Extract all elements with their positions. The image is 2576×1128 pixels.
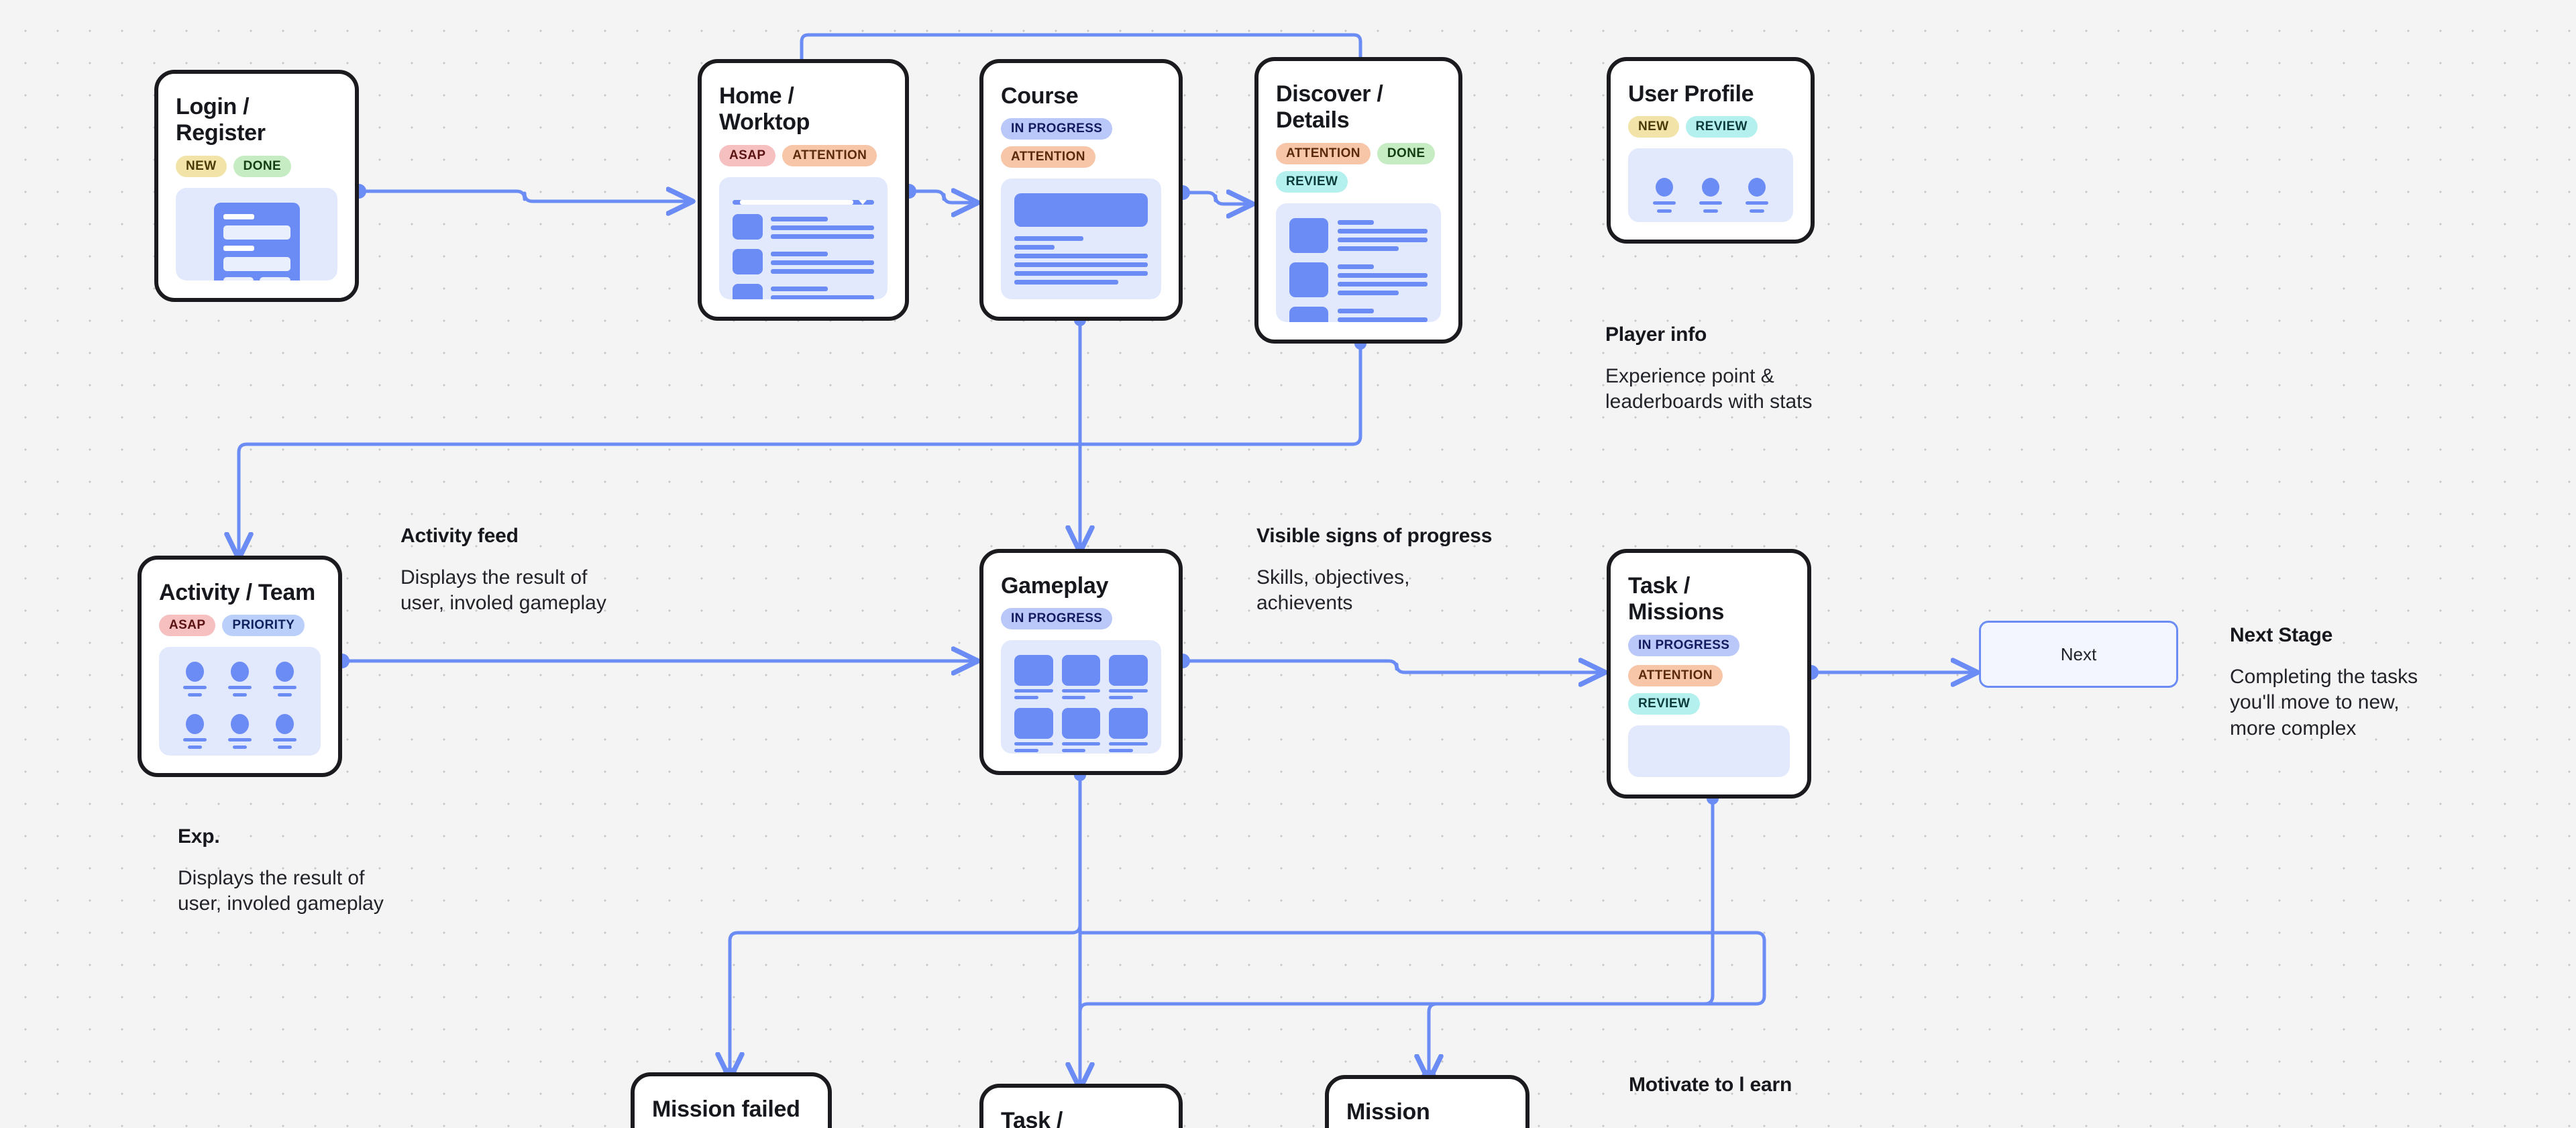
avatar <box>262 714 307 750</box>
avatar <box>217 662 262 697</box>
wireframe-preview-course <box>1001 178 1161 299</box>
avatar <box>1699 178 1722 213</box>
wireframe-preview-profile <box>1628 148 1793 222</box>
card-title: Activity / Team <box>159 580 315 605</box>
badge-new[interactable]: NEW <box>1628 116 1679 138</box>
badge-new[interactable]: NEW <box>176 155 227 177</box>
card-task-missions[interactable]: Task / Missions IN PROGRESS ATTENTION RE… <box>1607 549 1811 799</box>
annotation-body: Displays the result of user, involed gam… <box>400 566 606 615</box>
badge-asap[interactable]: ASAP <box>159 615 216 637</box>
avatar <box>1653 178 1676 213</box>
card-mission-failed[interactable]: Mission failed <box>631 1072 832 1128</box>
card-title: Task / Missions <box>1628 573 1725 625</box>
badge-review[interactable]: REVIEW <box>1628 693 1701 715</box>
annotation-title: Exp. <box>178 825 220 848</box>
annotation-visible-progress: Visible signs of progress Skills, object… <box>1256 525 1632 617</box>
annotation-activity-feed: Activity feed Displays the result of use… <box>400 525 749 617</box>
annotation-title: Player info <box>1605 323 1707 346</box>
wireframe-preview-tasks <box>1628 725 1790 777</box>
badge-group: IN PROGRESS ATTENTION <box>1001 118 1161 168</box>
card-title: Home / Worktop <box>719 83 810 136</box>
badge-in-progress[interactable]: IN PROGRESS <box>1628 634 1740 656</box>
card-title: Login / Register <box>176 94 266 146</box>
badge-group: ASAP ATTENTION <box>719 144 888 166</box>
card-course[interactable]: Course IN PROGRESS ATTENTION <box>979 59 1183 321</box>
badge-group: IN PROGRESS <box>1001 608 1161 630</box>
annotation-body: Skills, objectives, achievents <box>1256 566 1410 615</box>
wireframe-preview-login <box>176 187 337 280</box>
card-mission-complete[interactable]: Mission complete <box>1325 1075 1529 1128</box>
avatar <box>217 714 262 750</box>
select-glyph <box>733 199 874 205</box>
badge-group: NEW DONE <box>176 155 337 177</box>
wireframe-preview-activity <box>159 647 321 756</box>
card-gameplay[interactable]: Gameplay IN PROGRESS <box>979 549 1183 775</box>
wireframe-preview-discover <box>1276 203 1441 322</box>
avatar <box>1745 178 1768 213</box>
wireframe-preview-gameplay <box>1001 640 1161 754</box>
badge-group: ASAP PRIORITY <box>159 615 321 637</box>
badge-review[interactable]: REVIEW <box>1276 170 1348 193</box>
card-activity-team[interactable]: Activity / Team ASAP PRIORITY <box>138 556 342 777</box>
annotation-body: Completing the tasks you'll move to new,… <box>2230 666 2418 739</box>
annotation-body: Experience point & leaderboards with sta… <box>1605 365 1813 413</box>
annotation-body: Displays the result of user, involed gam… <box>178 867 384 915</box>
card-user-profile[interactable]: User Profile NEW REVIEW <box>1607 57 1815 244</box>
badge-attention[interactable]: ATTENTION <box>1001 146 1095 168</box>
badge-attention[interactable]: ATTENTION <box>782 144 877 166</box>
badge-asap[interactable]: ASAP <box>719 144 776 166</box>
next-box-label: Next <box>2060 644 2097 664</box>
badge-group: IN PROGRESS <box>1628 634 1790 656</box>
login-form-glyph <box>213 202 300 280</box>
annotation-motivate: Motivate to l earn <box>1629 1074 2031 1096</box>
avatar <box>172 714 217 750</box>
badge-group: ATTENTION DONE REVIEW <box>1276 142 1441 193</box>
card-title: Course <box>1001 83 1079 109</box>
badge-in-progress[interactable]: IN PROGRESS <box>1001 118 1113 140</box>
annotation-exp: Exp. Displays the result of user, invole… <box>178 825 527 917</box>
card-title: Task / Missions <box>1001 1108 1063 1128</box>
card-title: Mission complete <box>1346 1099 1445 1128</box>
next-stage-box[interactable]: Next <box>1979 621 2178 688</box>
badge-attention[interactable]: ATTENTION <box>1276 142 1371 164</box>
card-login-register[interactable]: Login / Register NEW DONE <box>154 70 359 302</box>
card-task-missions-bottom[interactable]: Task / Missions <box>979 1084 1183 1128</box>
badge-attention[interactable]: ATTENTION <box>1628 664 1723 686</box>
annotation-next-stage: Next Stage Completing the tasks you'll m… <box>2230 624 2565 741</box>
card-home-worktop[interactable]: Home / Worktop ASAP ATTENTION <box>698 59 909 321</box>
card-title: Mission failed <box>652 1096 800 1122</box>
annotation-title: Visible signs of progress <box>1256 525 1493 547</box>
wireframe-preview-home <box>719 176 888 299</box>
card-discover-details[interactable]: Discover / Details ATTENTION DONE REVIEW <box>1254 57 1462 344</box>
badge-done[interactable]: DONE <box>1377 142 1436 164</box>
avatar <box>172 662 217 697</box>
badge-review[interactable]: REVIEW <box>1685 116 1758 138</box>
avatar <box>262 662 307 697</box>
badge-done[interactable]: DONE <box>233 155 292 177</box>
card-title: User Profile <box>1628 81 1754 107</box>
annotation-title: Activity feed <box>400 525 519 547</box>
badge-group-secondary: ATTENTION REVIEW <box>1628 664 1790 715</box>
annotation-title: Motivate to l earn <box>1629 1074 1792 1096</box>
card-title: Gameplay <box>1001 573 1109 599</box>
annotation-title: Next Stage <box>2230 624 2333 646</box>
badge-group: NEW REVIEW <box>1628 116 1793 138</box>
chevron-down-icon <box>859 199 867 205</box>
card-title: Discover / Details <box>1276 81 1383 134</box>
annotation-player-info: Player info Experience point & leaderboa… <box>1605 323 1954 415</box>
badge-priority[interactable]: PRIORITY <box>222 615 305 637</box>
badge-in-progress[interactable]: IN PROGRESS <box>1001 608 1113 630</box>
